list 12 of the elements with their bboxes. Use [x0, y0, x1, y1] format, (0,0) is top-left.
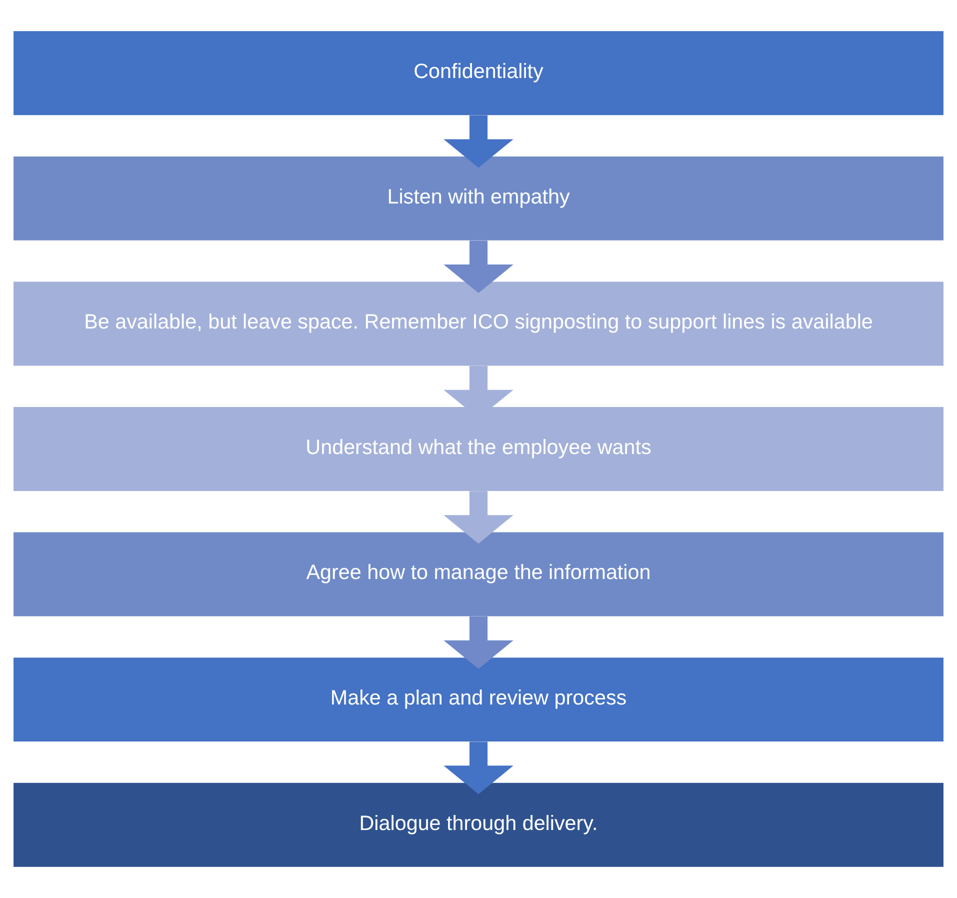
node-box: Listen with empathy [14, 156, 944, 240]
node-box: Understand what the employee wants [14, 407, 944, 491]
node-box: Confidentiality [14, 31, 944, 116]
arrow [444, 115, 514, 168]
arrow [444, 616, 514, 669]
arrow [444, 742, 514, 794]
node-box: Agree how to manage the information [14, 532, 944, 616]
node-box: Dialogue through delivery. [14, 782, 944, 867]
node-box: Be available, but leave space. Remember ICO signposting to support lines is available [14, 282, 944, 366]
arrow [444, 491, 514, 544]
arrow [444, 240, 514, 293]
node-box: Make a plan and review process [14, 658, 944, 742]
